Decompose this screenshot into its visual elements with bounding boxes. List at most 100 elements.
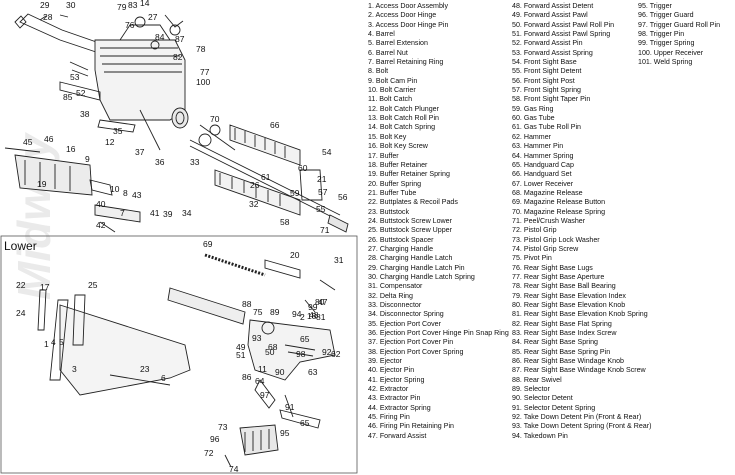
callout-number: 66 xyxy=(270,120,280,130)
legend-item: 43. Extractor Pin xyxy=(368,394,421,403)
callout-number: 24 xyxy=(16,308,26,318)
callout-number: 27 xyxy=(148,12,158,22)
legend-item: 28. Charging Handle Latch xyxy=(368,254,453,263)
callout-number: 99 xyxy=(308,302,318,312)
callout-number: 42 xyxy=(96,220,106,230)
callout-number: 79 xyxy=(117,2,127,12)
legend-item: 94. Takedown Pin xyxy=(512,431,568,440)
callout-number: 2 xyxy=(300,312,305,322)
callout-number: 61 xyxy=(261,172,271,182)
callout-number: 100 xyxy=(196,77,210,87)
callout-number: 31 xyxy=(334,255,344,265)
legend-item: 48. Forward Assist Detent xyxy=(512,2,594,10)
callout-number: 25 xyxy=(88,280,98,290)
callout-number: 70 xyxy=(210,114,220,124)
legend-item: 57. Front Sight Spring xyxy=(512,86,582,95)
legend-item: 55. Front Sight Detent xyxy=(512,67,582,76)
legend-item: 1. Access Door Assembly xyxy=(368,2,449,10)
legend-item: 78. Rear Sight Base Ball Bearing xyxy=(512,282,616,291)
legend-item: 32. Delta Ring xyxy=(368,291,413,300)
callout-number: 82 xyxy=(173,52,183,62)
legend-item: 52. Forward Assist Pin xyxy=(512,39,583,48)
legend-item: 13. Bolt Catch Roll Pin xyxy=(368,114,439,123)
legend-item: 99. Trigger Spring xyxy=(638,39,695,48)
legend-item: 69. Magazine Release Button xyxy=(512,198,606,207)
legend-item: 19. Buffer Retainer Spring xyxy=(368,170,450,179)
legend-item: 89. Selector xyxy=(512,385,550,394)
callout-number: 95 xyxy=(280,428,290,438)
legend-item: 77. Rear Sight Base Aperture xyxy=(512,272,605,281)
callout-number: 65 xyxy=(300,418,310,428)
callout-number: 86 xyxy=(242,372,252,382)
legend-item: 8. Bolt xyxy=(368,67,389,76)
legend-item: 26. Buttstock Spacer xyxy=(368,235,434,244)
callout-number: 49 xyxy=(236,342,246,352)
legend-item: 35. Ejection Port Cover xyxy=(368,319,441,328)
legend-item: 2. Access Door Hinge xyxy=(368,11,437,20)
callout-number: 5 xyxy=(59,337,64,347)
legend-item: 7. Barrel Retaining Ring xyxy=(368,58,444,67)
callout-number: 46 xyxy=(44,134,54,144)
callout-number: 78 xyxy=(196,44,206,54)
legend-item: 37. Ejection Port Cover Pin xyxy=(368,338,454,347)
callout-number: 96 xyxy=(210,434,220,444)
legend-item: 92. Take Down Detent Pin (Front & Rear) xyxy=(512,413,642,422)
legend-item: 36. Ejection Port Cover Hinge Pin Snap R… xyxy=(368,329,509,338)
legend-item: 3. Access Door Hinge Pin xyxy=(368,20,449,29)
callout-number: 17 xyxy=(40,282,50,292)
callout-number: 4 xyxy=(51,337,56,347)
legend-item: 67. Lower Receiver xyxy=(512,179,574,188)
legend-item: 6. Barrel Nut xyxy=(368,48,408,57)
legend-item: 68. Magazine Release xyxy=(512,188,583,197)
legend-item: 23. Buttstock xyxy=(368,207,410,216)
legend-item: 38. Ejection Port Cover Spring xyxy=(368,347,464,356)
legend-item: 84. Rear Sight Base Spring xyxy=(512,338,598,347)
callout-number: 71 xyxy=(320,225,330,235)
legend-item: 83. Rear Sight Base Index Screw xyxy=(512,329,617,338)
legend-item: 29. Charging Handle Latch Pin xyxy=(368,263,465,272)
legend-item: 59. Gas Ring xyxy=(512,104,554,113)
legend-item: 58. Front Sight Taper Pin xyxy=(512,95,591,104)
legend-item: 61. Gas Tube Roll Pin xyxy=(512,123,582,132)
legend-item: 100. Upper Receiver xyxy=(638,48,704,57)
callout-number: 8 xyxy=(123,188,128,198)
legend-item: 73. Pistol Grip Lock Washer xyxy=(512,235,600,244)
legend-item: 74. Pistol Grip Screw xyxy=(512,244,579,253)
legend-item: 9. Bolt Cam Pin xyxy=(368,76,418,85)
legend-item: 16. Bolt Key Screw xyxy=(368,142,428,151)
legend-item: 30. Charging Handle Latch Spring xyxy=(368,272,475,281)
callout-number: 21 xyxy=(317,174,327,184)
legend-item: 15. Bolt Key xyxy=(368,132,407,141)
legend-item: 14. Bolt Catch Spring xyxy=(368,123,436,132)
lower-section-title: Lower xyxy=(4,239,37,253)
legend-item: 56. Front Sight Post xyxy=(512,76,575,85)
callout-number: 63 xyxy=(308,367,318,377)
callout-number: 88 xyxy=(242,299,252,309)
callout-number: 10 xyxy=(110,184,120,194)
legend-item: 21. Buffer Tube xyxy=(368,188,417,197)
legend-item: 51. Forward Assist Pawl Spring xyxy=(512,30,611,39)
callout-number: 59 xyxy=(290,188,300,198)
legend-item: 44. Extractor Spring xyxy=(368,403,431,412)
legend-item: 66. Handguard Set xyxy=(512,170,572,179)
legend-item: 72. Pistol Grip xyxy=(512,226,557,235)
legend-item: 95. Trigger xyxy=(638,2,672,10)
legend-item: 93. Take Down Detent Spring (Front & Rea… xyxy=(512,422,652,431)
callout-number: 97 xyxy=(260,390,270,400)
callout-number: 11 xyxy=(258,364,267,374)
callout-number: 87 xyxy=(175,34,185,44)
legend-item: 80. Rear Sight Base Elevation Knob xyxy=(512,301,626,309)
callout-number: 35 xyxy=(113,126,123,136)
legend-item: 91. Selector Detent Spring xyxy=(512,403,596,412)
legend-item: 70. Magazine Release Spring xyxy=(512,207,606,216)
legend-item: 18. Buffer Retainer xyxy=(368,160,428,169)
legend-item: 47. Forward Assist xyxy=(368,431,427,440)
legend-item: 75. Pivot Pin xyxy=(512,254,552,263)
legend-item: 54. Front Sight Base xyxy=(512,58,577,67)
callout-number: 37 xyxy=(135,147,145,157)
callout-number: 14 xyxy=(140,0,150,8)
legend-item: 60. Gas Tube xyxy=(512,114,555,123)
callout-number: 20 xyxy=(290,250,300,260)
